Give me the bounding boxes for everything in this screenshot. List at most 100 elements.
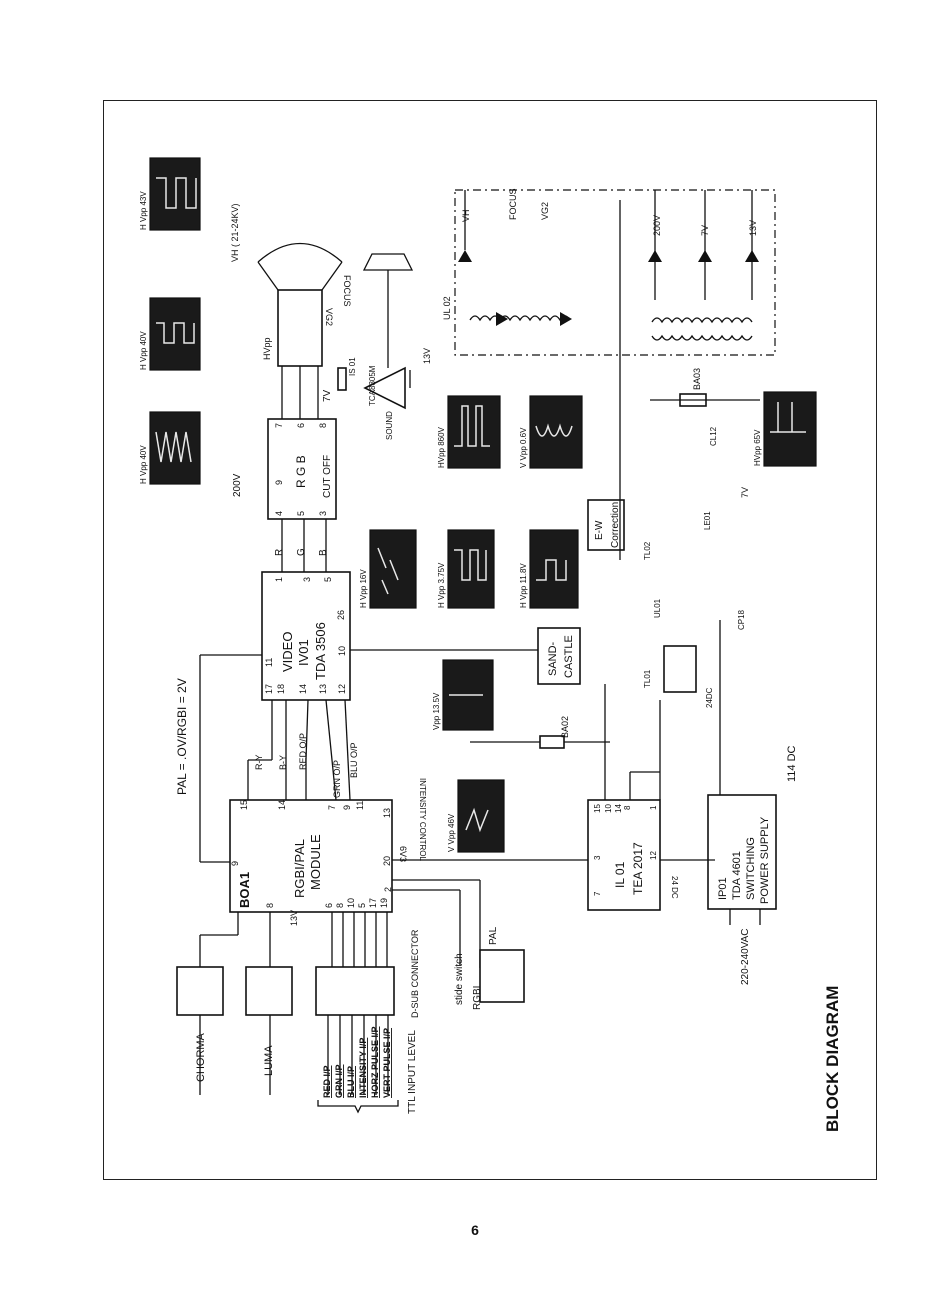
video-pin-11: 11 <box>264 658 274 667</box>
vh-label: VH ( 21-24KV) <box>230 203 240 262</box>
hvpp-label: HVpp <box>262 337 272 360</box>
oscilloscope-screen <box>447 529 495 609</box>
oscilloscope-label: H Vpp 11.8V <box>519 563 528 608</box>
oscilloscope-label: H Vpp 43V <box>139 191 148 230</box>
oscilloscope-label: HVpp 65V <box>753 429 762 466</box>
oscilloscope-trace <box>155 431 192 463</box>
video-pin-5: 5 <box>323 577 333 582</box>
module-pin-9: 9 <box>342 805 352 810</box>
slide-label: stide switch <box>454 953 465 1005</box>
page-border <box>103 100 877 1180</box>
rgbi-label: RGBI <box>472 986 483 1010</box>
oscilloscope-label: V Vpp 0.6V <box>519 427 528 468</box>
module-pin-20: 20 <box>382 856 392 866</box>
rgb-output-block: R G B CUT OFF 9 4 5 3 7 6 8 <box>267 418 337 520</box>
chroma-label: CHORMA <box>195 1032 207 1082</box>
oscilloscope-label: HVpp 860V <box>437 426 446 468</box>
ttl-input-label: VERT PULSE I/P <box>382 1028 392 1098</box>
video-pin-14: 14 <box>298 684 308 694</box>
module-pin-5: 5 <box>357 903 367 908</box>
r-label-1: R <box>274 549 285 556</box>
oscilloscope-screen <box>457 779 505 853</box>
diode-icon <box>458 250 759 326</box>
oscilloscope-label: H Vpp 16V <box>359 569 368 608</box>
module-pin-10: 10 <box>346 898 356 908</box>
ttl-label: TTL INPUT LEVEL <box>407 1030 418 1114</box>
oscilloscope-screen <box>149 157 201 231</box>
vh-top-label: VH <box>461 209 471 222</box>
dc114-label: 114 DC <box>786 745 798 782</box>
rgb-pin-7: 7 <box>274 423 284 428</box>
tea-pin-12: 12 <box>649 851 658 860</box>
focus-top-label: FOCUS <box>508 189 518 221</box>
oscilloscope-trace <box>770 402 806 433</box>
oscilloscope-label: Vpp 13.5V <box>432 692 441 730</box>
blu-op-label: BLU O/P <box>349 742 359 778</box>
video-pin-17: 17 <box>264 684 274 694</box>
pal-level-label: PAL = .OV/RGBI = 2V <box>175 678 189 795</box>
rgb-pin-8: 8 <box>318 423 328 428</box>
oscilloscope-trace <box>454 405 490 447</box>
oscilloscope-screen <box>447 395 501 469</box>
module-name-1: RGBI/PAL <box>292 839 307 898</box>
rgb-pin-6: 6 <box>296 423 306 428</box>
oscilloscope-trace <box>454 549 487 581</box>
video-processor-block: VIDEO IV01 TDA 3506 17 18 11 14 13 12 10… <box>261 571 351 701</box>
v7-label: 7V <box>322 389 333 402</box>
v24dc-label: 24 DC <box>670 876 679 899</box>
oscilloscope-screen <box>149 297 201 371</box>
oscilloscope-label: V Vpp 46V <box>447 813 456 852</box>
pal-label: PAL <box>488 926 499 945</box>
ac-input-label: 220-240VAC <box>740 928 751 985</box>
tea-pin-3: 3 <box>593 855 602 860</box>
tea-pin-15: 15 <box>593 804 602 813</box>
ba02-label: BA02 <box>560 716 570 738</box>
ttl-input-label: RED I/P <box>322 1065 332 1098</box>
out7b-label: 7V <box>740 487 750 498</box>
video-pin-1: 1 <box>274 577 284 582</box>
by-label: B-Y <box>278 755 288 770</box>
ry-label: R-Y <box>254 755 264 771</box>
psu-4: POWER SUPPLY <box>759 816 771 904</box>
oscilloscope-label: H Vpp 3.75V <box>437 562 446 608</box>
module-pin-15: 15 <box>239 800 249 810</box>
tea-pin-1: 1 <box>649 805 658 810</box>
crt-tube-icon <box>257 243 343 367</box>
module-pin-9-left: 9 <box>230 861 240 866</box>
tea-pin-7: 7 <box>593 891 602 896</box>
cp18-label: CP18 <box>737 609 746 630</box>
tl02-label: TL02 <box>643 541 652 560</box>
oscilloscope-label: H Vpp 40V <box>139 331 148 370</box>
b-label-1: B <box>318 549 329 556</box>
sound-label: SOUND <box>385 411 394 440</box>
v24dc-b-label: 24DC <box>705 687 714 708</box>
focus-label: FOCUS <box>342 275 352 307</box>
video-pin-18: 18 <box>276 684 286 694</box>
cl12-label: CL12 <box>709 426 718 446</box>
power-supply-block: IP01 TDA 4601 SWITCHING POWER SUPPLY <box>707 794 777 910</box>
tea-pin-14: 14 <box>614 804 623 813</box>
intensity-control-label: INTENSITY CONTROL <box>418 778 427 862</box>
v200-label: 200V <box>232 473 243 497</box>
oscilloscope-trace <box>156 177 197 209</box>
sound-ic: TCA8305M <box>368 365 377 406</box>
module-ref: BOA1 <box>237 872 252 908</box>
sound-amplifier: TCA8305M SOUND IS 01 <box>337 357 411 440</box>
video-name-2: IV01 <box>296 639 311 666</box>
module-pin-7: 7 <box>327 805 337 810</box>
module-pin-13: 13 <box>382 808 392 818</box>
psu-2: TDA 4601 <box>731 851 743 900</box>
oscilloscope-screen <box>763 391 817 467</box>
video-name-3: TDA 3506 <box>313 622 328 680</box>
sandcastle-block: SAND- CASTLE <box>537 627 581 685</box>
video-pin-13: 13 <box>318 684 328 694</box>
rgbi-pal-module-block: BOA1 RGBI/PAL MODULE 15 14 7 9 11 13 20 … <box>229 799 393 913</box>
video-pin-10: 10 <box>337 646 347 656</box>
ul02-label: UL 02 <box>442 296 452 320</box>
tea-pin-10: 10 <box>604 804 613 813</box>
rgb-cutoff: CUT OFF <box>322 455 333 498</box>
out7-label: 7V <box>700 225 710 236</box>
oscilloscope-trace <box>465 807 489 833</box>
ew-1: E-W <box>594 520 605 540</box>
